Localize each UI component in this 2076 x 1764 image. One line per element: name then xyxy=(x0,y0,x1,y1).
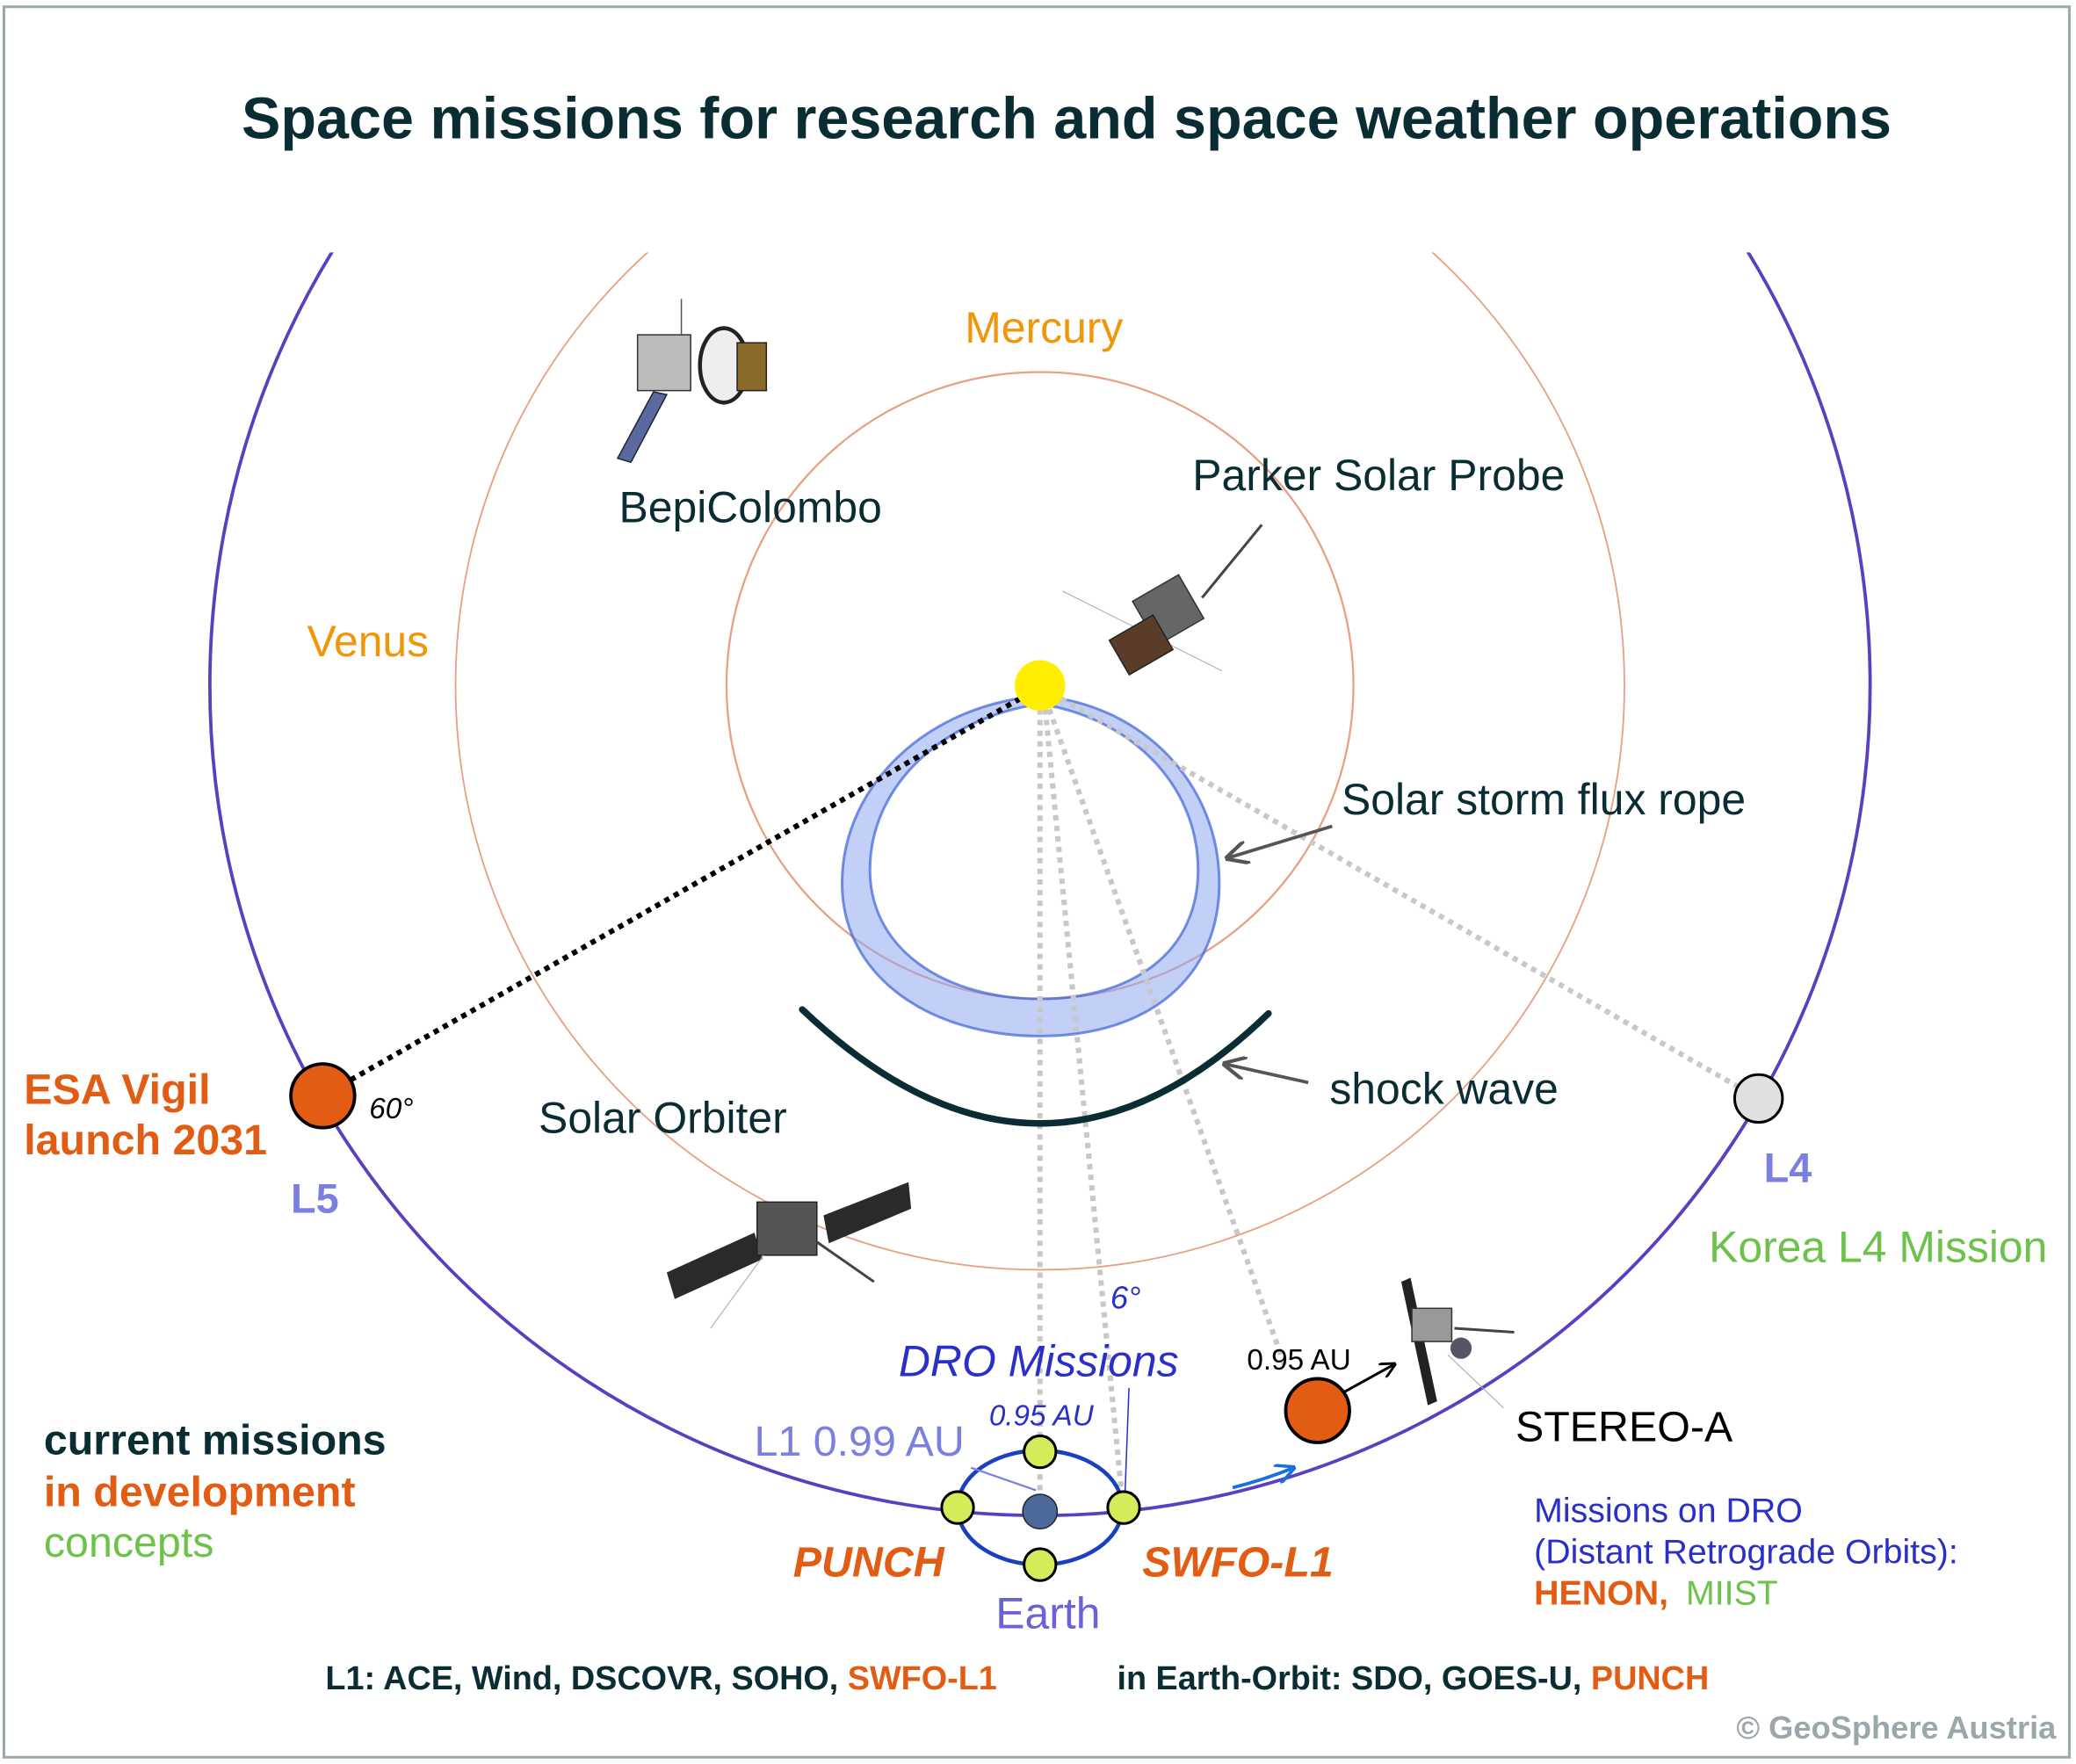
l5-sight-line xyxy=(321,690,1031,1099)
flux-rope-arrow xyxy=(1227,824,1333,858)
l4-label: L4 xyxy=(1764,1146,1812,1191)
bepicolombo-icon xyxy=(616,299,768,464)
copyright: © GeoSphere Austria xyxy=(1736,1710,2057,1746)
solar-orbiter-icon xyxy=(666,1182,912,1329)
dro-pointer xyxy=(1124,1387,1130,1494)
footer-l1-current: L1: ACE, Wind, DSCOVR, SOHO, xyxy=(325,1660,847,1697)
dro-point-top[interactable] xyxy=(1023,1434,1058,1470)
footer-orbit-development: PUNCH xyxy=(1591,1660,1709,1697)
stereo-a-label: STEREO-A xyxy=(1515,1403,1733,1450)
esa-vigil-launch: launch 2031 xyxy=(24,1117,267,1164)
mercury-label: Mercury xyxy=(965,303,1123,352)
footer-earth-orbit: in Earth-Orbit: SDO, GOES-U, PUNCH xyxy=(1117,1660,1709,1697)
legend-current: current missions xyxy=(44,1417,387,1464)
stereo-a-position[interactable] xyxy=(1284,1377,1351,1444)
dro-angle: 6° xyxy=(1110,1279,1141,1315)
l4-sight-line xyxy=(1050,690,1761,1102)
punch-point[interactable] xyxy=(940,1490,975,1525)
sun xyxy=(1015,660,1066,711)
dro-distance: 0.95 AU xyxy=(989,1399,1095,1432)
earth-label: Earth xyxy=(995,1589,1100,1638)
venus-orbit xyxy=(454,252,1625,1271)
shock-wave xyxy=(799,1006,1272,1127)
l4-point[interactable] xyxy=(1732,1073,1784,1124)
shock-wave-label: shock wave xyxy=(1329,1064,1559,1113)
swfo-point[interactable] xyxy=(1106,1490,1141,1525)
esa-vigil-label: ESA Vigil xyxy=(24,1066,210,1113)
dro-note-line1: Missions on DRO xyxy=(1534,1492,1803,1530)
swfo-label: SWFO-L1 xyxy=(1142,1539,1334,1587)
orbit-direction-arrow xyxy=(1232,1468,1294,1490)
bepicolombo-label: BepiColombo xyxy=(618,482,881,531)
l1-label: L1 0.99 AU xyxy=(755,1418,965,1465)
footer-l1-development: SWFO-L1 xyxy=(848,1660,997,1697)
l5-point[interactable] xyxy=(289,1062,357,1130)
dro-note-line2: (Distant Retrograde Orbits): xyxy=(1534,1533,1958,1572)
solar-orbiter-label: Solar Orbiter xyxy=(539,1094,787,1143)
dro-missions-label: DRO Missions xyxy=(899,1336,1179,1385)
parker-label: Parker Solar Probe xyxy=(1192,451,1565,500)
flux-rope-label: Solar storm flux rope xyxy=(1342,775,1746,824)
venus-label: Venus xyxy=(307,617,429,666)
dro-note-line3: HENON, MIIST xyxy=(1534,1573,1778,1612)
footer-l1: L1: ACE, Wind, DSCOVR, SOHO, SWFO-L1 xyxy=(325,1660,996,1697)
legend-concepts: concepts xyxy=(44,1519,214,1566)
stereo-a-icon xyxy=(1400,1277,1515,1409)
parker-solar-probe-icon xyxy=(1062,524,1263,676)
korea-l4-label: Korea L4 Mission xyxy=(1709,1222,2047,1271)
legend-development: in development xyxy=(44,1469,356,1516)
footer-orbit-current: in Earth-Orbit: SDO, GOES-U, xyxy=(1117,1660,1590,1697)
l1-pointer xyxy=(970,1466,1037,1492)
stereo-a-arrow xyxy=(1343,1364,1394,1393)
l5-angle: 60° xyxy=(369,1093,413,1125)
dro-point-bottom[interactable] xyxy=(1023,1547,1058,1582)
shock-wave-arrow xyxy=(1225,1064,1309,1085)
l5-label: L5 xyxy=(291,1175,339,1221)
page-title: Space missions for research and space we… xyxy=(242,86,1892,151)
miist-label: MIIST xyxy=(1686,1573,1778,1612)
punch-label: PUNCH xyxy=(793,1539,945,1587)
earth xyxy=(1022,1493,1059,1530)
henon-label: HENON, xyxy=(1534,1573,1668,1612)
swfo-sight-line xyxy=(1042,709,1125,1501)
stereo-a-distance: 0.95 AU xyxy=(1247,1344,1350,1377)
